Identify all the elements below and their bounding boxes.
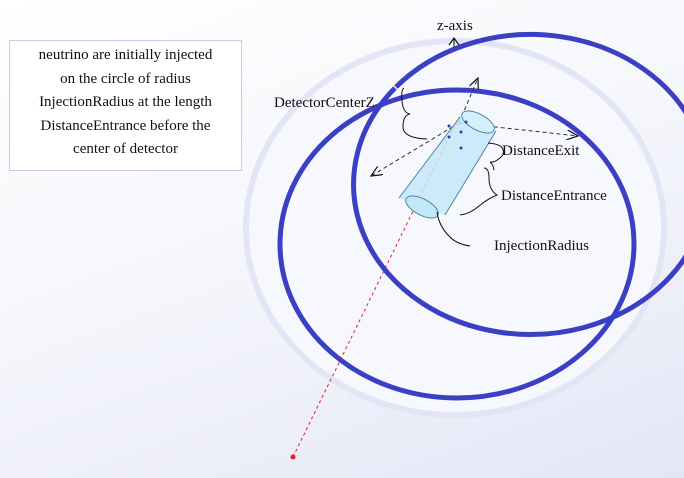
outer-detector-halo bbox=[243, 38, 667, 418]
note-line-3: InjectionRadius at the length bbox=[39, 94, 212, 111]
detector-ring bbox=[351, 31, 684, 337]
detector-center-z-brace bbox=[401, 87, 428, 140]
center-markers bbox=[447, 120, 468, 150]
injection-radius-label: InjectionRadius bbox=[494, 238, 589, 254]
distance-entrance-label: DistanceEntrance bbox=[501, 188, 607, 204]
detector-center-z-label: DetectorCenterZ bbox=[274, 95, 375, 111]
note-line-5: center of detector bbox=[73, 141, 178, 158]
description-note: neutrino are initially injected on the c… bbox=[9, 40, 242, 171]
axis-to-lower-left bbox=[371, 122, 460, 176]
z-axis-arrowhead-icon bbox=[448, 36, 460, 46]
note-line-2: on the circle of radius bbox=[60, 70, 191, 87]
z-axis-label: z-axis bbox=[437, 18, 473, 34]
distance-exit-label: DistanceExit bbox=[502, 143, 580, 159]
injection-radius-leader bbox=[436, 211, 471, 247]
note-line-1: neutrino are initially injected bbox=[38, 47, 213, 63]
distance-entrance-brace bbox=[459, 167, 499, 216]
injection-point bbox=[290, 454, 296, 460]
note-line-4: DistanceEntrance before the bbox=[40, 117, 211, 134]
distance-exit-brace bbox=[487, 142, 505, 171]
axis-to-right bbox=[458, 122, 578, 136]
injection-cylinder bbox=[398, 110, 497, 219]
detector-ring-main bbox=[277, 87, 637, 401]
